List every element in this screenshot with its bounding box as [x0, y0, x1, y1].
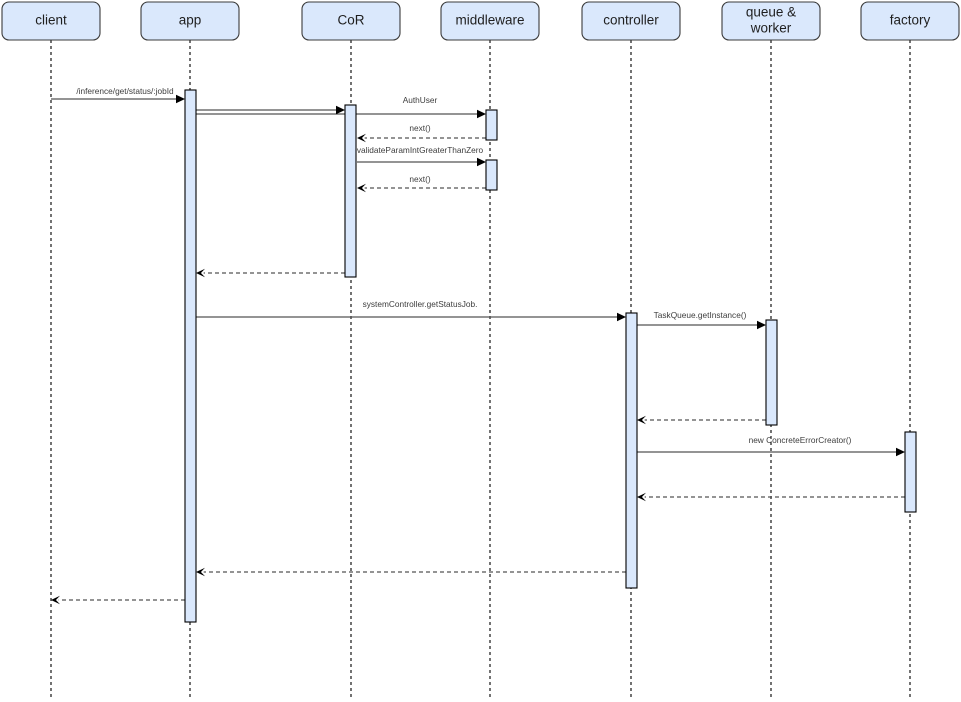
arrowhead-m8: [617, 312, 626, 322]
message-label-m5: next(): [409, 174, 430, 184]
activation-bar-factory-main: [904, 431, 917, 513]
activation-bar-mw-validate: [485, 159, 498, 191]
arrowhead-m1: [176, 94, 185, 104]
participant-box-client[interactable]: [1, 1, 101, 41]
participant-box-controller[interactable]: [581, 1, 681, 41]
message-label-m2: AuthUser: [403, 95, 438, 105]
arrowhead-m13: [196, 567, 205, 577]
participant-cor[interactable]: CoR: [301, 1, 401, 41]
arrowhead-m3: [357, 133, 366, 143]
participant-box-queue[interactable]: [721, 1, 821, 41]
participant-label-queue: queue &: [746, 5, 796, 20]
message-m1: [51, 94, 185, 104]
activation-bar-ctrl-main: [625, 312, 638, 589]
arrowhead-m6: [336, 105, 345, 115]
participant-label-middleware: middleware: [455, 13, 524, 28]
participant-factory[interactable]: factory: [860, 1, 960, 41]
participants-layer: client app CoR middleware controller queue &w…: [1, 1, 960, 41]
participant-box-factory[interactable]: [860, 1, 960, 41]
participant-label-queue: worker: [750, 21, 792, 36]
arrowhead-m2: [477, 109, 486, 119]
message-m5: [357, 183, 486, 193]
participant-label-client: client: [35, 13, 67, 28]
arrowhead-m14: [51, 595, 60, 605]
participant-label-cor: CoR: [337, 13, 364, 28]
message-label-m4: validateParamIntGreaterThanZero: [357, 145, 484, 155]
message-m11: [637, 447, 905, 457]
activations-layer: [184, 89, 917, 623]
arrowhead-m9: [757, 320, 766, 330]
participant-client[interactable]: client: [1, 1, 101, 41]
message-m13: [196, 567, 626, 577]
message-m9: [637, 320, 766, 330]
participant-app[interactable]: app: [140, 1, 240, 41]
participant-label-factory: factory: [890, 13, 931, 28]
lifelines-layer: [50, 40, 911, 700]
arrowhead-m11: [896, 447, 905, 457]
message-label-m1: /inference/get/status/:jobId: [76, 86, 174, 96]
participant-controller[interactable]: controller: [581, 1, 681, 41]
arrowhead-m10: [637, 415, 646, 425]
messages-layer: [51, 94, 905, 605]
message-m10: [637, 415, 766, 425]
activation-bar-cor-main: [344, 104, 357, 278]
message-label-m11: new ConcreteErrorCreator(): [749, 435, 852, 445]
message-m4: [357, 157, 486, 167]
arrowhead-m5: [357, 183, 366, 193]
participant-label-app: app: [179, 13, 202, 28]
activation-bar-mw-auth: [485, 109, 498, 141]
participant-label-controller: controller: [603, 13, 659, 28]
activation-bar-app-main: [184, 89, 197, 623]
participant-queue[interactable]: queue &worker: [721, 1, 821, 41]
participant-box-app[interactable]: [140, 1, 240, 41]
arrowhead-m7: [196, 268, 205, 278]
message-label-m9: TaskQueue.getInstance(): [654, 310, 747, 320]
participant-middleware[interactable]: middleware: [440, 1, 540, 41]
message-label-m3: next(): [409, 123, 430, 133]
message-m8: [196, 312, 626, 322]
arrowhead-m12: [637, 492, 646, 502]
arrowhead-m4: [477, 157, 486, 167]
message-m3: [357, 133, 486, 143]
message-m12: [637, 492, 905, 502]
participant-box-cor[interactable]: [301, 1, 401, 41]
participant-box-middleware[interactable]: [440, 1, 540, 41]
message-m6: [196, 105, 345, 115]
message-m14: [51, 595, 185, 605]
message-m2: [196, 109, 486, 119]
message-label-m8: systemController.getStatusJob.: [363, 299, 478, 309]
message-m7: [196, 268, 345, 278]
activation-bar-queue-main: [765, 319, 778, 426]
